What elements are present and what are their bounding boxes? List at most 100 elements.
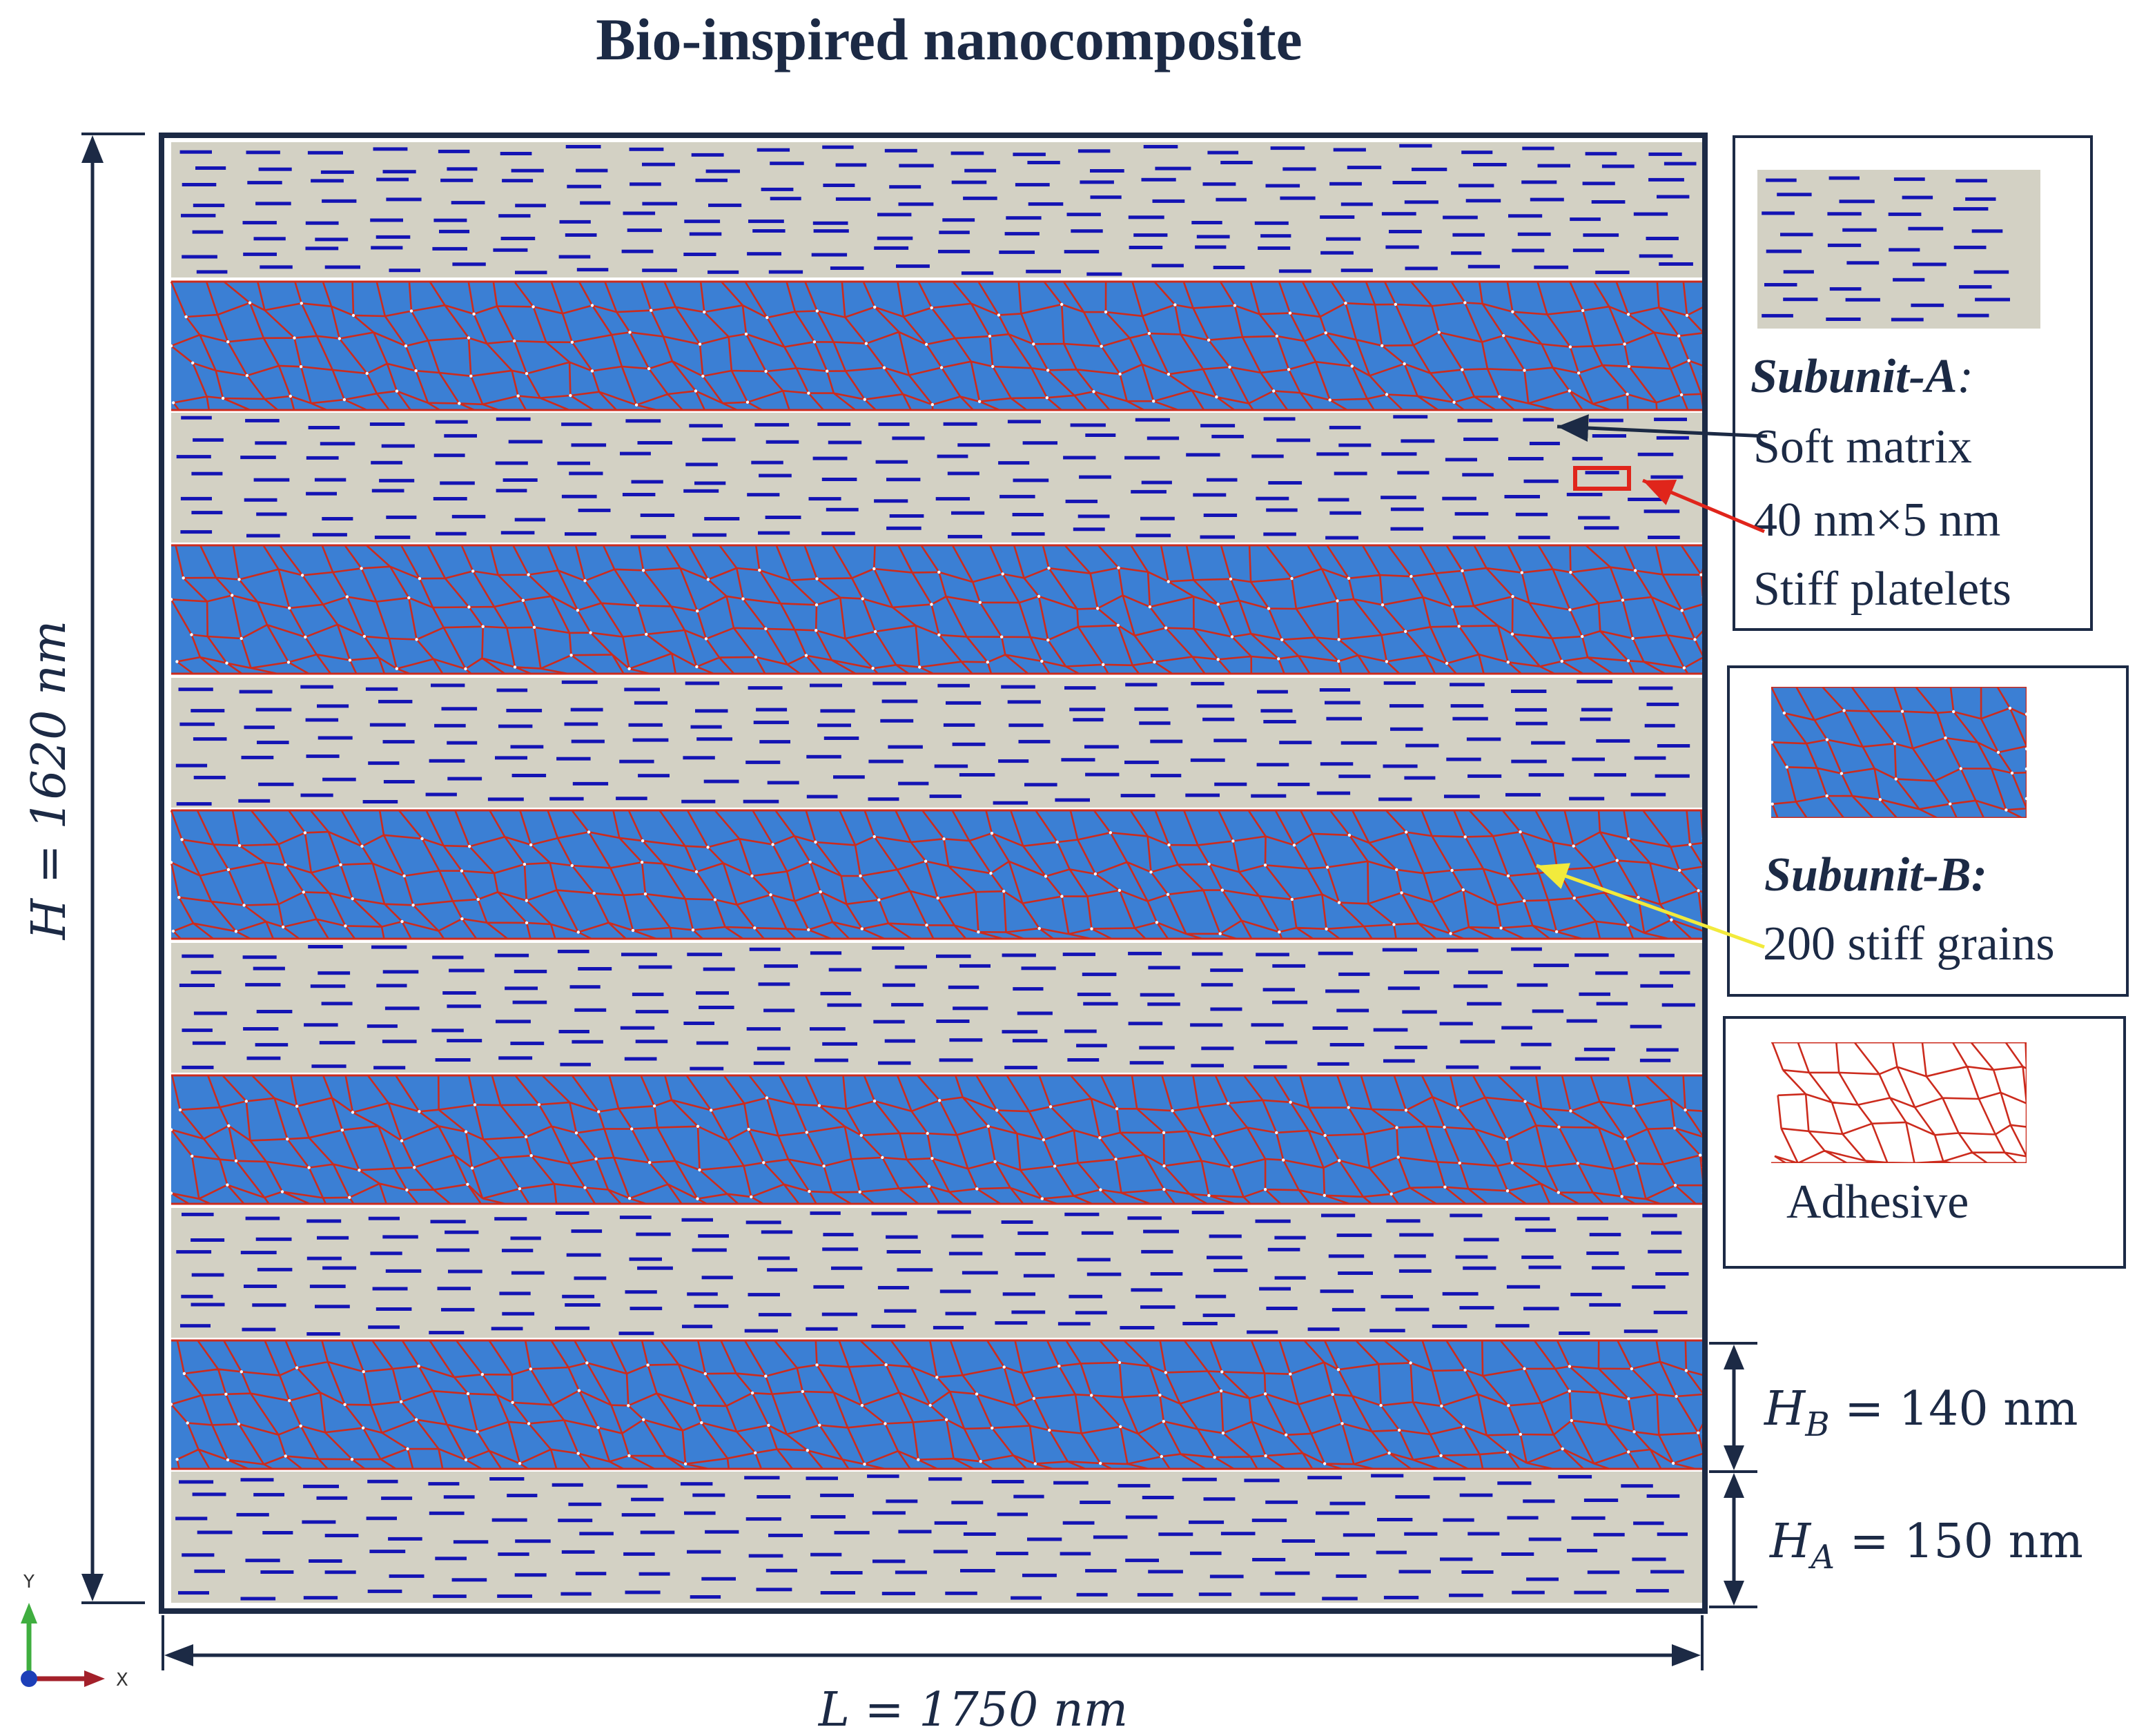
platelet [247, 181, 282, 185]
platelet [811, 253, 848, 257]
platelet [1190, 1023, 1223, 1027]
composite-frame [159, 133, 1708, 1614]
platelet [1207, 150, 1239, 155]
platelet [1648, 1249, 1682, 1254]
platelet [1512, 248, 1545, 253]
platelet [241, 755, 274, 759]
platelet [194, 1569, 225, 1573]
platelet [1256, 953, 1289, 957]
platelet [937, 454, 968, 458]
platelet [945, 1591, 977, 1595]
platelet [552, 1483, 583, 1487]
platelet [498, 214, 531, 218]
platelet [1397, 471, 1430, 475]
platelet [560, 1062, 591, 1066]
platelet [1001, 685, 1035, 689]
platelet [1276, 438, 1311, 442]
platelet [705, 1530, 739, 1534]
platelet [820, 1591, 855, 1594]
platelet [508, 440, 543, 444]
platelet [886, 1499, 918, 1503]
platelet [382, 740, 415, 744]
platelet [1373, 1028, 1408, 1032]
platelet [375, 235, 411, 239]
platelet [1525, 1228, 1557, 1232]
x-axis-label: X [116, 1670, 128, 1690]
platelet [822, 1247, 859, 1251]
platelet [1377, 1518, 1413, 1521]
platelet [950, 151, 984, 155]
platelet [1657, 1532, 1688, 1537]
platelet [872, 1511, 906, 1515]
matrix-band [171, 1472, 1704, 1603]
platelet [493, 248, 528, 252]
platelet [1141, 1249, 1173, 1254]
platelet [1402, 1010, 1437, 1014]
platelet [629, 147, 664, 151]
platelet [1334, 471, 1367, 476]
height-dimension: H = 1620 nm [22, 133, 145, 1604]
platelet [1433, 1476, 1465, 1481]
platelet [557, 949, 589, 953]
platelet [368, 1216, 400, 1220]
platelet [1083, 1002, 1118, 1006]
platelet [690, 1066, 724, 1071]
platelet [1634, 756, 1666, 760]
platelet [322, 517, 353, 520]
platelet [260, 1570, 294, 1574]
platelet [1319, 688, 1351, 692]
platelet [1017, 1011, 1053, 1015]
platelet [745, 1220, 781, 1225]
platelet [896, 264, 930, 269]
platelet [557, 461, 590, 465]
platelet [1531, 741, 1565, 745]
platelet [1193, 493, 1227, 497]
platelet [1027, 161, 1060, 164]
platelet [1325, 536, 1358, 540]
platelet [1381, 1295, 1413, 1299]
platelet [1572, 456, 1603, 460]
platelet [324, 265, 360, 269]
platelet [322, 1266, 357, 1270]
platelet [191, 1273, 224, 1277]
platelet [568, 1502, 602, 1506]
platelet [1646, 702, 1679, 706]
platelet [1515, 512, 1548, 516]
platelet [1069, 708, 1106, 712]
platelet [895, 965, 927, 969]
platelet [510, 1236, 541, 1240]
platelet [255, 441, 287, 445]
platelet [868, 797, 899, 801]
platelet [179, 150, 212, 154]
platelet [312, 533, 347, 537]
platelet [960, 1569, 995, 1572]
platelet [1583, 1499, 1619, 1502]
subunit-b-layer [169, 1074, 1706, 1205]
platelet [1325, 701, 1360, 705]
platelet [1633, 212, 1668, 216]
platelet [306, 1332, 340, 1336]
platelet [1655, 1272, 1689, 1276]
platelet [192, 1041, 226, 1045]
platelet [763, 1008, 795, 1013]
platelet [951, 1234, 984, 1238]
platelet [498, 1552, 529, 1557]
platelet [1321, 1213, 1356, 1218]
platelet [756, 1588, 792, 1592]
platelet [1336, 1233, 1372, 1238]
platelet [754, 422, 790, 427]
platelet [1084, 745, 1119, 749]
platelet [1466, 737, 1501, 741]
platelet [1559, 1332, 1590, 1335]
platelet [1081, 1231, 1114, 1235]
platelet [895, 1570, 927, 1574]
platelet [440, 178, 474, 182]
platelet [447, 167, 478, 171]
platelet [451, 201, 485, 205]
platelet [1128, 215, 1164, 220]
matrix-band [171, 678, 1704, 808]
platelet [1399, 144, 1432, 148]
platelet [433, 497, 467, 500]
platelet [1975, 298, 2010, 302]
platelet [435, 1557, 467, 1561]
